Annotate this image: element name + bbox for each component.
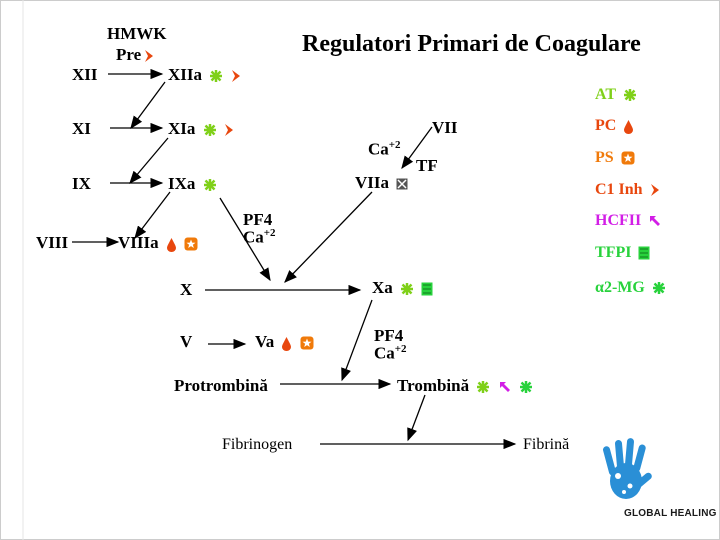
page-title: Regulatori Primari de Coagulare [302,31,641,57]
label-viiia: VIIIa [118,234,198,252]
legend-at: AT [595,87,637,103]
chevron-icon [145,50,154,63]
label-pre: Pre [116,46,154,63]
label-tf: TF [416,156,438,175]
label-xa: Xa [372,279,433,296]
label-fibrina: Fibrină [523,436,570,453]
legend-pc: PC [595,118,634,134]
label-vii: VII [432,118,458,137]
label-pf4-1: PF4 Ca+2 [243,210,276,247]
burst-icon [203,179,216,192]
diagonal-arrow-icon [650,216,661,227]
burst-icon [623,89,636,102]
drop-icon [282,336,292,351]
label-xi: XI [72,119,91,138]
label-trombina: Trombină [397,377,533,394]
legend-hcfii: HCFII [595,213,662,229]
global-healing-logo [603,438,652,499]
star-box-icon [621,151,635,165]
chevron-icon [231,70,240,83]
chevron-icon [224,124,233,137]
label-va: Va [255,333,314,351]
square-icon [421,282,433,296]
star-box-icon [300,336,314,350]
legend-a2mg: α2-MG [595,280,666,296]
arrow-xiia-xi [130,81,166,130]
legend-ps: PS [595,150,635,166]
label-hmwk: HMWK [107,24,167,43]
label-fibrinogen: Fibrinogen [222,436,293,453]
square-icon [396,178,408,190]
label-pf4-2: PF4 Ca+2 [374,326,407,363]
arrow-trombina-down [407,394,426,442]
legend-tfpi: TFPI [595,245,650,261]
burst-icon [652,282,665,295]
drop-icon [624,119,634,134]
label-xia: XIa [168,120,234,137]
chevron-icon [650,184,659,197]
label-viia: VIIa [355,174,408,191]
label-ixa: IXa [168,175,217,192]
star-box-icon [184,237,198,251]
legend-c1-inh: C1 Inh [595,182,660,198]
label-xii: XII [72,65,98,84]
logo-text: GLOBAL HEALING [624,508,717,519]
label-viii: VIII [36,233,69,252]
arrow-viia-x [284,191,373,283]
burst-icon [210,70,223,83]
label-protrombina: Protrombină [174,376,268,395]
label-v: V [180,332,193,351]
label-x: X [180,280,193,299]
burst-icon [401,283,414,296]
label-ca-2: Ca+2 [368,139,401,159]
burst-icon [203,124,216,137]
diagonal-arrow-icon [499,382,510,393]
burst-icon [477,381,490,394]
arrow-vii-viia [401,126,433,170]
label-ix: IX [72,174,91,193]
square-icon [638,246,650,260]
arrow-xa-down [341,299,373,382]
arrow-xia-ix [129,137,169,184]
arrow-viiia-x [219,197,271,282]
drop-icon [166,237,176,252]
burst-icon [519,381,532,394]
label-xiia: XIIa [168,66,241,83]
arrow-ixa-viiia [134,191,171,240]
